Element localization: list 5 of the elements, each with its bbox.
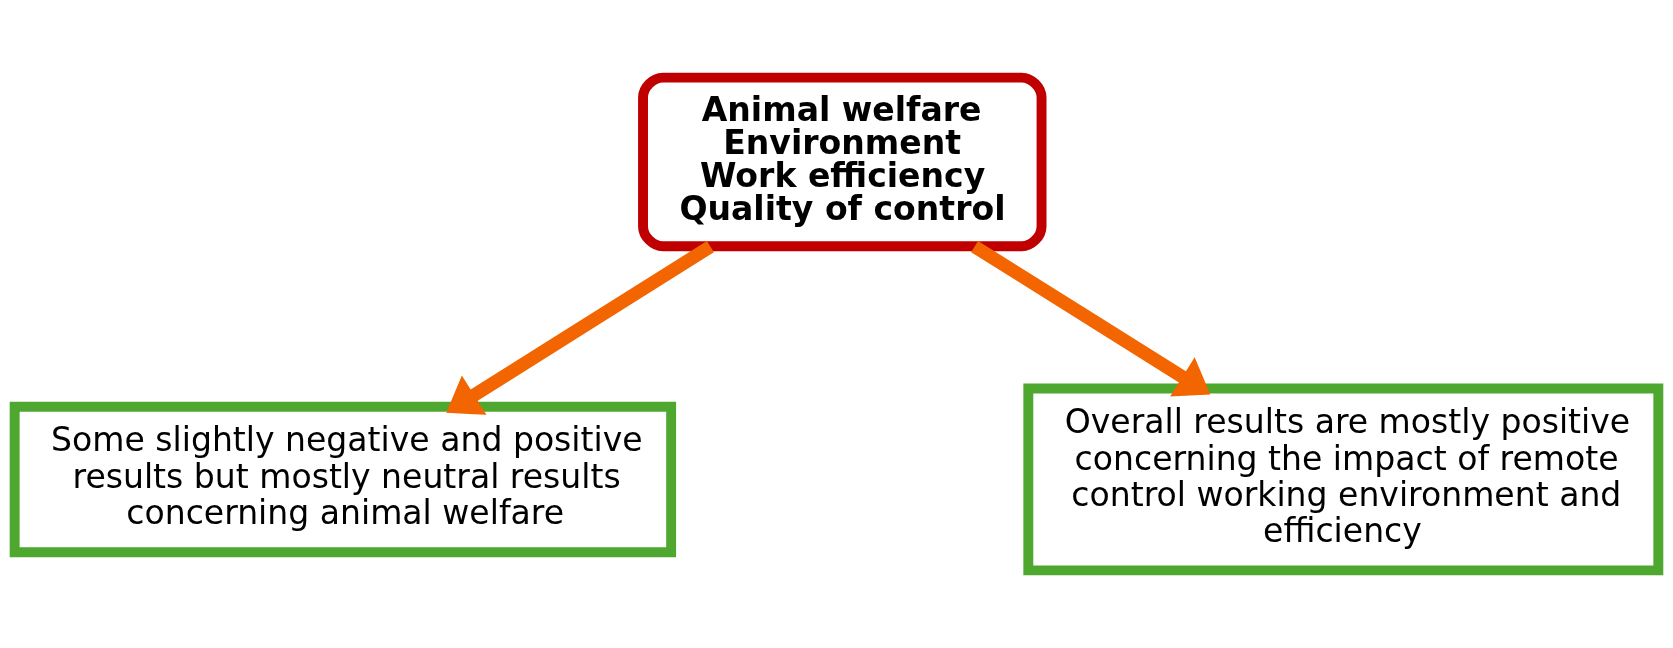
node-box: Animal welfare Environment Work efficiency Quality of control [638,72,1047,252]
arrow [971,240,1211,397]
node-box: Overall results are mostly positive concerning the impact of remote control working environment and efficiency [1023,383,1664,576]
node-box: Some slightly negative and positive results but mostly neutral results concerning animal welfare [9,401,677,558]
arrow [446,240,714,415]
